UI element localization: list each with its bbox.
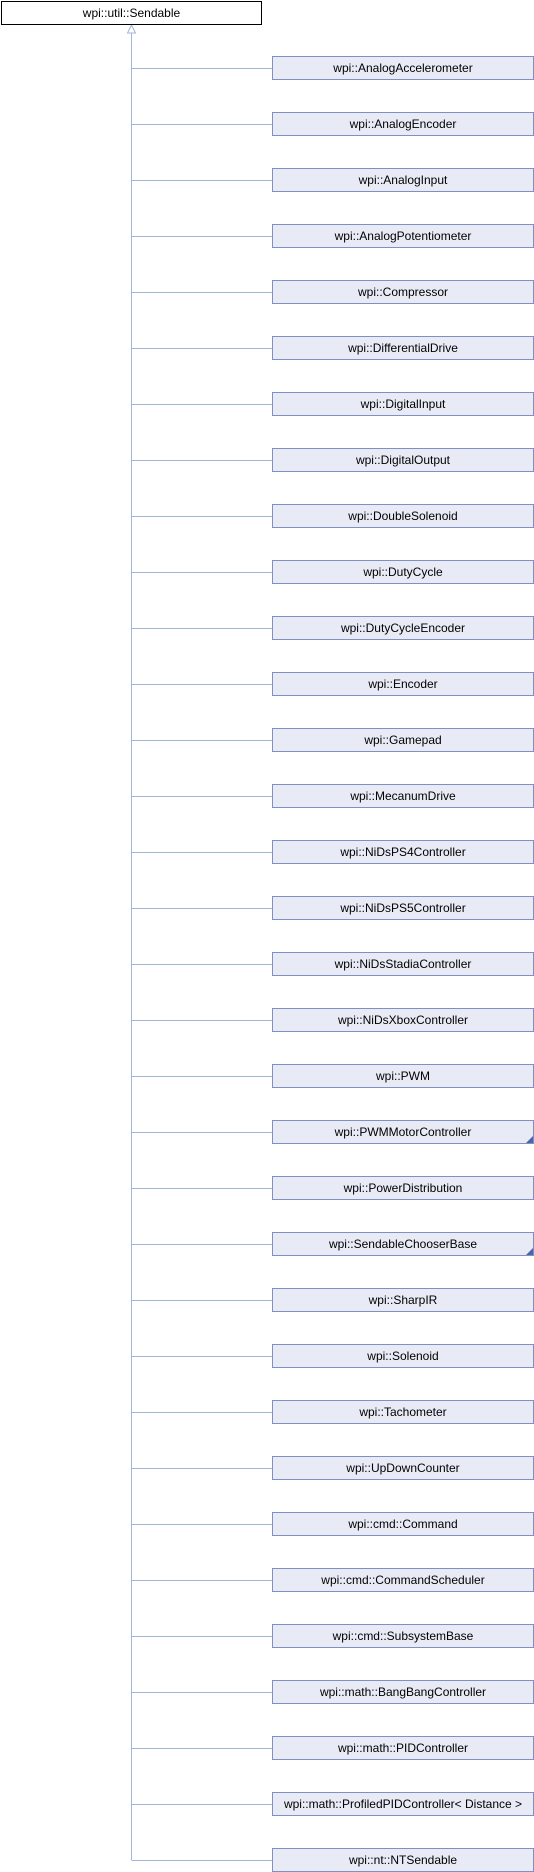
derived-class-label: wpi::DigitalInput (360, 397, 446, 411)
inheritance-arrowhead (126, 23, 137, 34)
derived-class-label: wpi::MecanumDrive (350, 789, 456, 803)
derived-class-node[interactable]: wpi::NiDsPS5Controller (272, 896, 534, 920)
derived-class-node[interactable]: wpi::math::BangBangController (272, 1680, 534, 1704)
derived-class-node[interactable]: wpi::DoubleSolenoid (272, 504, 534, 528)
derived-class-node[interactable]: wpi::PowerDistribution (272, 1176, 534, 1200)
derived-class-node[interactable]: wpi::DigitalInput (272, 392, 534, 416)
derived-class-node[interactable]: wpi::AnalogAccelerometer (272, 56, 534, 80)
derived-class-node[interactable]: wpi::AnalogInput (272, 168, 534, 192)
derived-class-label: wpi::AnalogInput (358, 173, 448, 187)
derived-class-label: wpi::AnalogPotentiometer (334, 229, 472, 243)
derived-class-label: wpi::DigitalOutput (355, 453, 451, 467)
derived-class-label: wpi::math::ProfiledPIDController< Distan… (283, 1797, 523, 1811)
derived-class-label: wpi::PWMMotorController (334, 1125, 472, 1139)
derived-class-node[interactable]: wpi::cmd::Command (272, 1512, 534, 1536)
derived-class-node[interactable]: wpi::AnalogPotentiometer (272, 224, 534, 248)
derived-class-node[interactable]: wpi::Solenoid (272, 1344, 534, 1368)
derived-class-node[interactable]: wpi::nt::NTSendable (272, 1848, 534, 1872)
derived-class-label: wpi::NiDsXboxController (337, 1013, 469, 1027)
derived-class-node[interactable]: wpi::Gamepad (272, 728, 534, 752)
derived-class-label: wpi::DutyCycle (363, 565, 443, 579)
derived-class-label: wpi::cmd::CommandScheduler (321, 1573, 485, 1587)
base-class-node[interactable]: wpi::util::Sendable (1, 1, 262, 25)
derived-class-label: wpi::PowerDistribution (343, 1181, 463, 1195)
derived-class-label: wpi::math::PIDController (337, 1741, 469, 1755)
derived-class-node[interactable]: wpi::DutyCycle (272, 560, 534, 584)
derived-class-label: wpi::NiDsPS5Controller (340, 901, 466, 915)
more-subclasses-marker (526, 1248, 533, 1255)
derived-class-label: wpi::AnalogEncoder (349, 117, 457, 131)
derived-class-node[interactable]: wpi::cmd::SubsystemBase (272, 1624, 534, 1648)
derived-class-node[interactable]: wpi::AnalogEncoder (272, 112, 534, 136)
derived-class-label: wpi::math::BangBangController (319, 1685, 487, 1699)
derived-class-node[interactable]: wpi::PWM (272, 1064, 534, 1088)
derived-class-label: wpi::DoubleSolenoid (348, 509, 458, 523)
derived-class-node[interactable]: wpi::NiDsXboxController (272, 1008, 534, 1032)
derived-class-node[interactable]: wpi::cmd::CommandScheduler (272, 1568, 534, 1592)
derived-class-label: wpi::DifferentialDrive (348, 341, 458, 355)
derived-class-node[interactable]: wpi::UpDownCounter (272, 1456, 534, 1480)
derived-class-node[interactable]: wpi::NiDsStadiaController (272, 952, 534, 976)
derived-class-node[interactable]: wpi::DigitalOutput (272, 448, 534, 472)
derived-class-label: wpi::nt::NTSendable (348, 1853, 458, 1867)
derived-class-node[interactable]: wpi::Encoder (272, 672, 534, 696)
derived-class-label: wpi::Compressor (357, 285, 449, 299)
derived-class-label: wpi::SendableChooserBase (328, 1237, 478, 1251)
derived-class-label: wpi::UpDownCounter (346, 1461, 460, 1475)
derived-class-label: wpi::cmd::SubsystemBase (332, 1629, 474, 1643)
derived-class-label: wpi::NiDsStadiaController (334, 957, 472, 971)
more-subclasses-marker (526, 1136, 533, 1143)
derived-class-label: wpi::Tachometer (359, 1405, 447, 1419)
derived-class-node[interactable]: wpi::Compressor (272, 280, 534, 304)
base-class-label: wpi::util::Sendable (82, 6, 181, 20)
derived-class-label: wpi::PWM (376, 1069, 430, 1083)
derived-class-label: wpi::AnalogAccelerometer (333, 61, 473, 75)
derived-class-node[interactable]: wpi::math::ProfiledPIDController< Distan… (272, 1792, 534, 1816)
derived-class-label: wpi::SharpIR (368, 1293, 438, 1307)
derived-class-node[interactable]: wpi::SharpIR (272, 1288, 534, 1312)
derived-class-node[interactable]: wpi::Tachometer (272, 1400, 534, 1424)
derived-class-node[interactable]: wpi::DifferentialDrive (272, 336, 534, 360)
derived-class-label: wpi::DutyCycleEncoder (340, 621, 466, 635)
derived-class-label: wpi::NiDsPS4Controller (340, 845, 466, 859)
derived-class-node[interactable]: wpi::PWMMotorController (272, 1120, 534, 1144)
derived-class-node[interactable]: wpi::MecanumDrive (272, 784, 534, 808)
derived-class-node[interactable]: wpi::math::PIDController (272, 1736, 534, 1760)
derived-class-node[interactable]: wpi::DutyCycleEncoder (272, 616, 534, 640)
derived-class-node[interactable]: wpi::NiDsPS4Controller (272, 840, 534, 864)
derived-class-label: wpi::Gamepad (364, 733, 442, 747)
derived-class-label: wpi::Solenoid (367, 1349, 439, 1363)
derived-class-node[interactable]: wpi::SendableChooserBase (272, 1232, 534, 1256)
derived-class-label: wpi::Encoder (368, 677, 438, 691)
derived-class-label: wpi::cmd::Command (348, 1517, 458, 1531)
